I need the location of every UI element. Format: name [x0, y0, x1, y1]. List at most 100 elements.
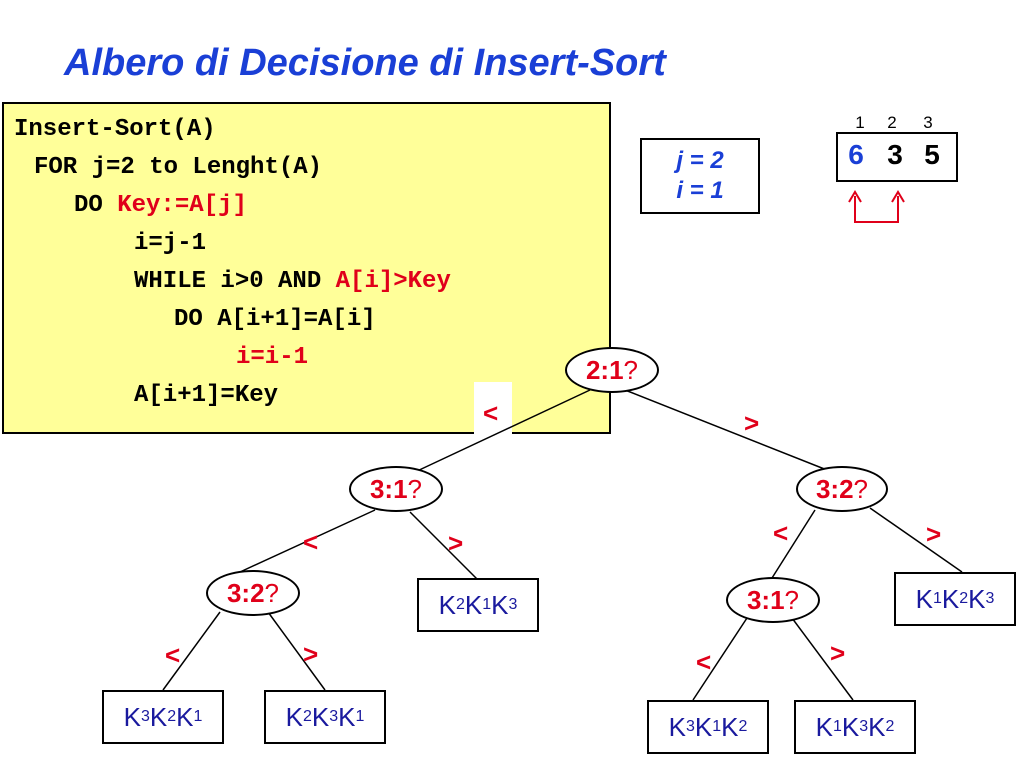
tree-node-left: 3:1?	[349, 466, 443, 512]
node-right-label: 3:2	[815, 473, 854, 504]
node-right-question: ?	[853, 473, 869, 504]
leaf-k3k1k2-letter-3: K	[721, 711, 739, 742]
edge-32b-left	[162, 611, 221, 691]
node-root-label: 2:1	[585, 354, 624, 385]
edge-32-right	[869, 507, 963, 573]
cmp-32-gt: >	[926, 519, 942, 549]
leaf-k1k3k2-letter-2: K	[841, 711, 860, 742]
leaf-k3k2k1-letter-3: K	[176, 701, 194, 732]
leaf-k1k3k2-index-3: 2	[885, 718, 895, 735]
code-line-4: i=j-1	[134, 230, 207, 257]
i-value: i = 1	[676, 177, 724, 204]
leaf-k2k3k1-index-2: 3	[329, 708, 339, 725]
code-compare-key: A[i]>Key	[335, 268, 451, 295]
code-line-3: DO Key:=A[j]	[74, 192, 247, 220]
leaf-k1k2k3-letter-2: K	[941, 583, 960, 614]
leaf-k2k1k3-index-2: 1	[482, 596, 492, 613]
leaf-k2k3k1-index-1: 2	[302, 708, 312, 725]
array-index-2: 2	[887, 113, 897, 132]
leaf-k1k3k2-letter-3: K	[868, 711, 886, 742]
leaf-k3k1k2-letter-2: K	[694, 711, 713, 742]
edge-32b-right	[267, 611, 326, 691]
loop-state-box: j = 2 i = 1	[640, 138, 760, 214]
code-key-assignment: Key:=A[j]	[117, 192, 247, 219]
leaf-k1k3k2-letter-1: K	[815, 711, 833, 742]
code-line-5: WHILE i>0 AND A[i]>Key	[134, 268, 451, 296]
leaf-k3k1k2-index-3: 2	[738, 718, 748, 735]
leaf-k3k1k2-index-1: 3	[685, 718, 695, 735]
edge-31b-left	[692, 617, 748, 701]
node-left-label: 3:1	[369, 473, 408, 504]
array-index-3: 3	[923, 113, 933, 132]
leaf-k3k2k1-letter-1: K	[123, 701, 141, 732]
edge-root-right	[624, 389, 833, 473]
cmp-31-gt: >	[448, 528, 464, 558]
cmp-31b-lt: <	[696, 647, 712, 677]
leaf-k1k3k2-index-2: 3	[859, 718, 869, 735]
edge-31b-right	[791, 617, 854, 701]
leaf-k1k2k3-letter-1: K	[915, 583, 933, 614]
leaf-k1k3k2-index-1: 1	[832, 718, 842, 735]
code-line-1: Insert-Sort(A)	[14, 116, 216, 143]
leaf-k2k1k3-letter-1: K	[438, 589, 456, 620]
leaf-k3k1k2-index-2: 1	[712, 718, 722, 735]
node-right-left-question: ?	[784, 584, 800, 615]
leaf-k1k2k3-index-1: 1	[932, 590, 942, 607]
label-background	[474, 382, 512, 434]
tree-node-right-left: 3:1?	[726, 577, 820, 623]
j-value: j = 2	[676, 147, 724, 174]
leaf-k2k3k1-index-3: 1	[355, 708, 365, 725]
node-root-question: ?	[623, 354, 639, 385]
leaf-k3k2k1-index-2: 2	[167, 708, 177, 725]
array-box	[836, 132, 958, 182]
leaf-k1k2k3-index-3: 3	[985, 590, 995, 607]
edge-31-right	[409, 511, 479, 581]
node-left-left-label: 3:2	[226, 577, 265, 608]
cmp-32b-gt: >	[303, 639, 319, 669]
tree-node-root: 2:1?	[565, 347, 659, 393]
code-line-2: FOR j=2 to Lenght(A)	[34, 154, 323, 181]
leaf-k3k2k1-index-1: 3	[140, 708, 150, 725]
leaf-k3k2k1-letter-2: K	[149, 701, 168, 732]
array-index-1: 1	[855, 113, 865, 132]
cmp-root-gt: >	[744, 408, 760, 438]
leaf-k2k1k3-letter-3: K	[491, 589, 509, 620]
code-while-condition: WHILE i>0 AND	[134, 268, 336, 295]
leaf-k2k1k3-letter-2: K	[464, 589, 483, 620]
node-left-left-question: ?	[264, 577, 280, 608]
cmp-31-lt: <	[303, 527, 319, 557]
code-line-6: DO A[i+1]=A[i]	[174, 306, 376, 333]
leaf-k1k2k3-index-2: 2	[959, 590, 969, 607]
edge-root-left	[414, 389, 591, 473]
leaf-k3k1k2-letter-1: K	[668, 711, 686, 742]
swap-arrow-icon	[848, 190, 905, 223]
tree-node-right: 3:2?	[796, 466, 888, 512]
edge-31-left	[239, 509, 376, 573]
cmp-32b-lt: <	[165, 640, 181, 670]
array-cell-1: 6	[848, 139, 864, 170]
slide-title: Albero di Decisione di Insert-Sort	[64, 42, 666, 84]
leaf-k2k3k1-letter-1: K	[285, 701, 303, 732]
cmp-32-lt: <	[773, 518, 789, 548]
leaf-k2k3k1-letter-2: K	[311, 701, 330, 732]
array-cell-2: 3	[887, 139, 903, 170]
node-left-question: ?	[407, 473, 423, 504]
cmp-root-lt: <	[483, 398, 499, 428]
pseudocode-box: Insert-Sort(A) FOR j=2 to Lenght(A) DO K…	[2, 102, 611, 434]
array-cell-3: 5	[924, 139, 940, 170]
edge-32-left	[771, 509, 816, 579]
code-line-8: A[i+1]=Key	[134, 382, 279, 409]
code-do-keyword: DO	[74, 192, 118, 219]
cmp-31b-gt: >	[830, 638, 846, 668]
tree-node-left-left: 3:2?	[206, 570, 300, 616]
leaf-k2k1k3-index-3: 3	[508, 596, 518, 613]
leaf-k2k1k3-index-1: 2	[455, 596, 465, 613]
leaf-k3k2k1-index-3: 1	[193, 708, 203, 725]
